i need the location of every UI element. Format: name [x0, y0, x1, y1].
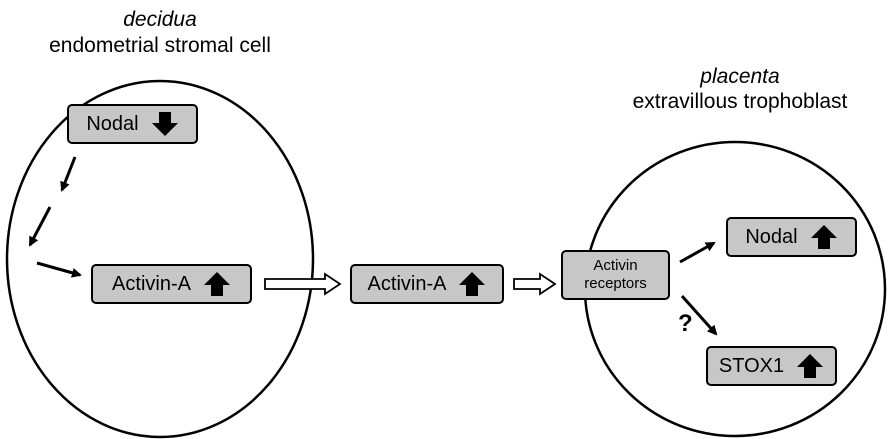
signaling-arrow [513, 272, 557, 296]
right-cell-type-label: extravillous trophoblast [632, 90, 848, 113]
path-arrow-3 [36, 261, 82, 278]
receptor-line1: Activin [593, 257, 638, 274]
path-arrow-2 [28, 206, 52, 247]
right-nodal-label: Nodal [745, 225, 798, 248]
right-tissue-label: placenta [700, 65, 780, 88]
activin-receptors-box: Activin receptors [561, 250, 670, 300]
secreted-activin-box: Activin-A [350, 264, 504, 304]
left-tissue-label: decidua [123, 8, 197, 31]
unknown-link-mark: ? [678, 310, 693, 337]
left-nodal-label: Nodal [86, 112, 139, 135]
stox1-label: STOX1 [718, 354, 785, 377]
up-arrow-icon [459, 272, 486, 296]
secreted-activin-label: Activin-A [367, 272, 447, 295]
left-activin-box: Activin-A [91, 264, 252, 304]
left-nodal-box: Nodal [67, 104, 198, 144]
left-cell-type-label: endometrial stromal cell [49, 34, 271, 57]
up-arrow-icon [797, 354, 824, 378]
down-arrow-icon [151, 112, 178, 136]
left-cell-outline [5, 79, 315, 439]
secretion-arrow [264, 272, 342, 296]
stox1-box: STOX1 [706, 346, 837, 386]
receptor-to-nodal-arrow [679, 241, 716, 264]
left-activin-label: Activin-A [112, 272, 191, 295]
receptor-to-stox1-arrow [680, 294, 718, 336]
up-arrow-icon [203, 272, 230, 296]
up-arrow-icon [810, 225, 837, 249]
receptor-line2: receptors [584, 275, 647, 292]
path-arrow-1 [60, 156, 77, 192]
right-nodal-box: Nodal [726, 217, 857, 257]
